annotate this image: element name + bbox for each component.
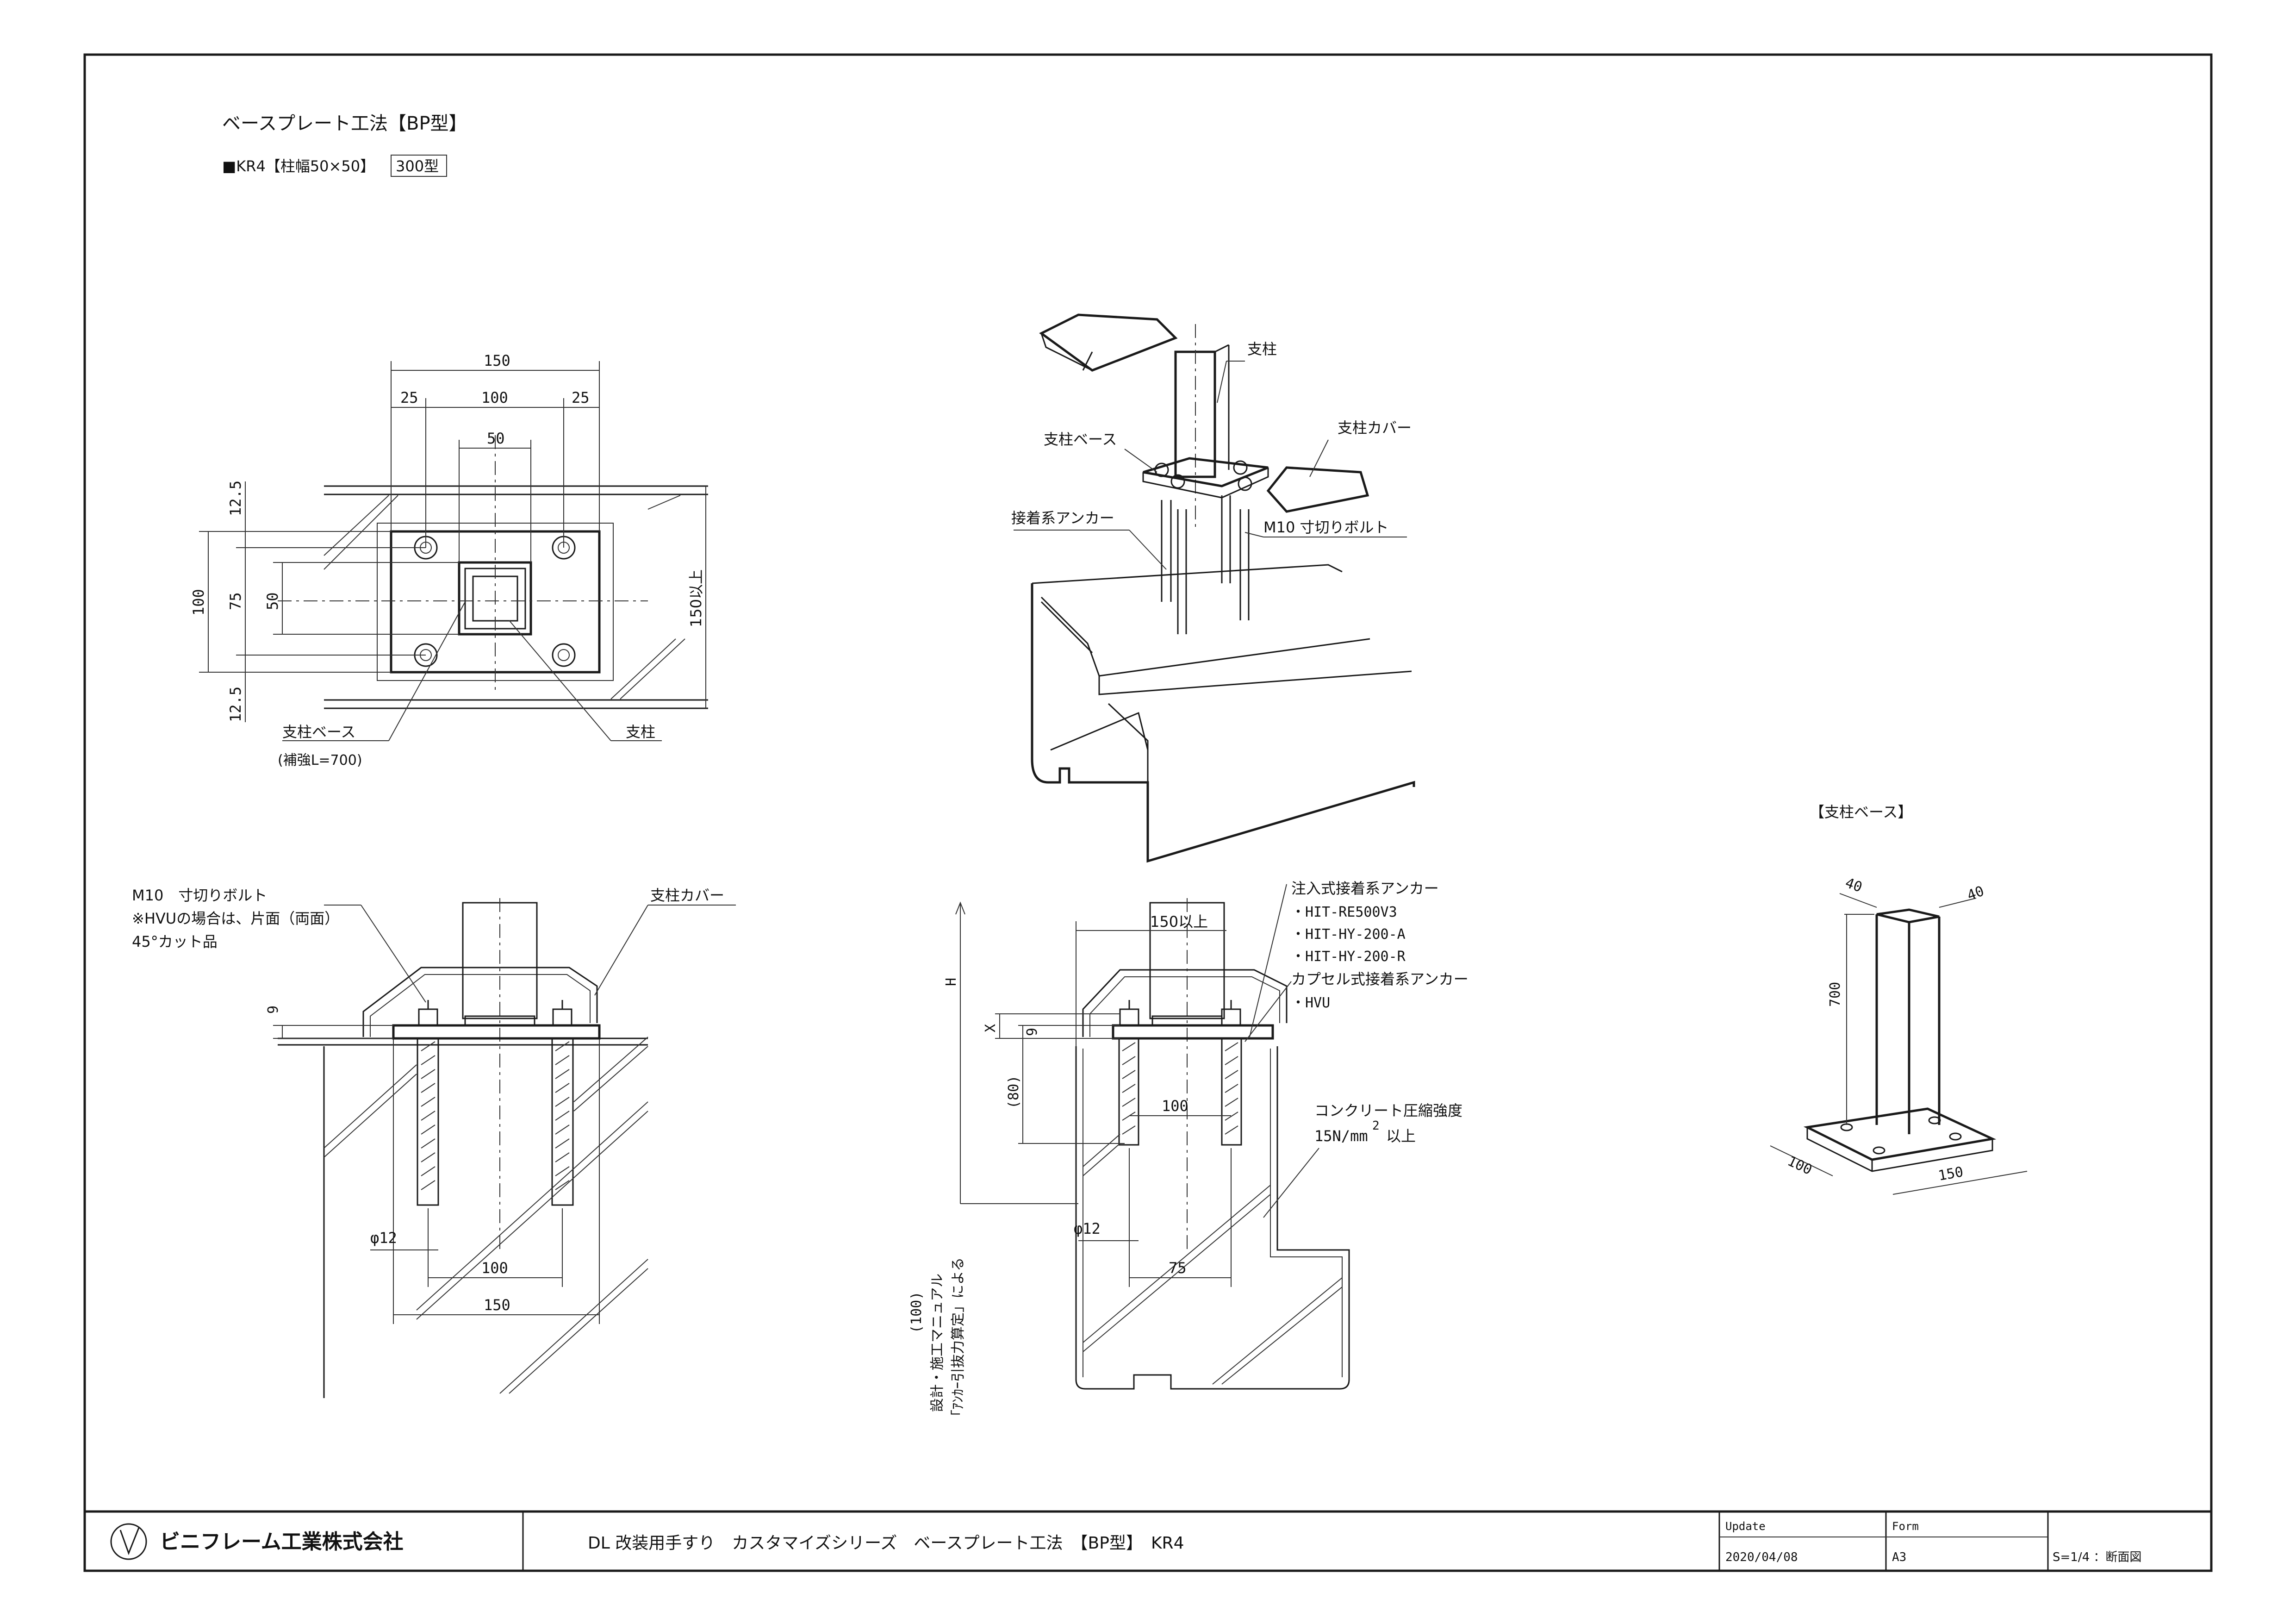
section-right-dim-100: 100 [1162, 1097, 1188, 1115]
section-right-anchor-3: ・HIT-HY-200-R [1291, 949, 1406, 965]
iso-label-post: 支柱 [1247, 340, 1277, 358]
section-right-dim-9: 9 [1024, 1028, 1040, 1036]
section-right-vnote-3: 「ｱﾝｶｰ引抜力算定」による [950, 1257, 966, 1424]
section-right-dim-X: X [983, 1024, 999, 1032]
section-right-capsule-1: ・HVU [1291, 995, 1330, 1011]
plan-dim-12-5-top: 12.5 [227, 481, 244, 516]
company-name: ビニフレーム工業株式会社 [160, 1530, 404, 1554]
plan-dim-50-left: 50 [264, 592, 281, 610]
section-right-concrete-sup: 2 [1372, 1119, 1380, 1133]
section-left-note-3: 45°カット品 [132, 933, 218, 950]
plan-dim-75: 75 [227, 592, 244, 610]
plan-dim-25-right: 25 [572, 389, 590, 406]
plan-dim-100-left: 100 [190, 589, 207, 616]
iso-view [1014, 313, 1415, 863]
plan-view [199, 361, 708, 741]
section-right-dim-75: 75 [1169, 1259, 1187, 1277]
form-value: A3 [1892, 1550, 1906, 1564]
base-detail-dim-40b: 40 [1965, 883, 1986, 904]
company-logo-mark [110, 1523, 147, 1560]
section-right-concrete-1: コンクリート圧縮強度 [1314, 1102, 1462, 1119]
section-left [273, 898, 736, 1398]
section-right-concrete-2: 15N/mm [1314, 1127, 1368, 1145]
section-left-dim-150: 150 [484, 1296, 510, 1314]
title-block [85, 1510, 2211, 1571]
section-left-dim-9: 9 [265, 1006, 281, 1014]
section-right-capsule-title: カプセル式接着系アンカー [1291, 970, 1468, 988]
section-right-dim-phi: φ12 [1074, 1220, 1101, 1237]
plan-dim-50: 50 [487, 430, 505, 447]
section-right-vnote-2: 設計・施工マニュアル [929, 1274, 946, 1412]
section-right-dim-H: H [943, 978, 959, 986]
section-right-dim-80: (80) [1006, 1075, 1022, 1109]
plan-dim-150: 150 [484, 352, 510, 369]
update-value: 2020/04/08 [1725, 1550, 1798, 1564]
update-label: Update [1725, 1520, 1766, 1533]
iso-label-cover: 支柱カバー [1338, 419, 1412, 437]
section-right-anchor-title: 注入式接着系アンカー [1291, 880, 1439, 897]
iso-cover-piece [1266, 466, 1369, 513]
base-detail [1770, 893, 2028, 1195]
plan-dim-150-min: 150以上 [687, 569, 705, 627]
section-left-note-1: M10 寸切りボルト [132, 887, 267, 904]
section-left-label-cover: 支柱カバー [650, 887, 724, 904]
section-right-anchor-1: ・HIT-RE500V3 [1291, 904, 1397, 920]
header-subtitle-box [391, 155, 447, 177]
section-right-vnote-1: (100) [908, 1292, 925, 1333]
base-detail-dim-150: 150 [1937, 1164, 1964, 1184]
section-left-dim-phi: φ12 [370, 1229, 397, 1247]
plan-dim-25-left: 25 [400, 389, 418, 406]
section-right-anchor-2: ・HIT-HY-200-A [1291, 926, 1406, 943]
iso-base-plate [1143, 457, 1269, 487]
section-right [955, 884, 1350, 1390]
iso-label-bolt: M10 寸切りボルト [1263, 518, 1389, 536]
header-subtitle: ■KR4【柱幅50×50】 [222, 157, 375, 175]
form-label: Form [1892, 1520, 1919, 1533]
base-detail-dim-40a: 40 [1843, 875, 1864, 896]
iso-cap-top [1039, 313, 1178, 372]
section-left-dim-100: 100 [481, 1259, 508, 1277]
header-title: ベースプレート工法【BP型】 [222, 113, 467, 134]
drawing-description: DL 改装用手すり カスタマイズシリーズ ベースプレート工法 【BP型】 KR4 [588, 1534, 1184, 1553]
drawing-frame [83, 53, 2213, 1572]
section-right-dim-150up: 150以上 [1150, 913, 1208, 931]
base-detail-dim-100: 100 [1785, 1153, 1815, 1179]
scale-text: S=1/4 ：断面図 [2053, 1550, 2141, 1564]
iso-label-anchor: 接着系アンカー [1011, 509, 1114, 527]
plan-dim-12-5-bottom: 12.5 [227, 687, 244, 722]
base-detail-title: 【支柱ベース】 [1810, 803, 1912, 821]
plan-label-post: 支柱 [626, 723, 655, 741]
plan-label-base: 支柱ベース [282, 723, 355, 741]
section-right-concrete-tail: 以上 [1386, 1127, 1416, 1145]
base-detail-dim-700: 700 [1827, 982, 1843, 1007]
plan-dim-100: 100 [481, 389, 508, 406]
iso-beam-front [1031, 583, 1415, 863]
header-subtitle-box-text: 300型 [396, 157, 439, 175]
iso-label-base: 支柱ベース [1044, 431, 1117, 448]
section-left-note-2: ※HVUの場合は、片面（両面） [132, 910, 339, 927]
plan-label-base-note: (補強L=700) [278, 752, 362, 768]
